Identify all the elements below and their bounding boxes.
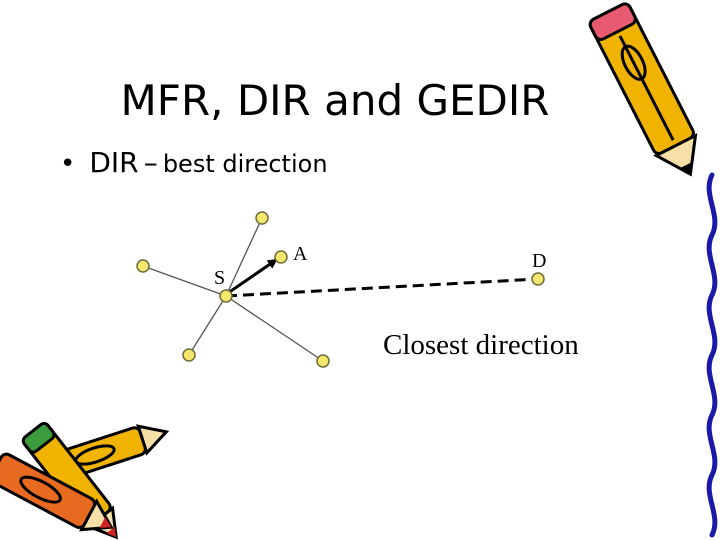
node-d [531,272,545,286]
node-top [255,211,269,225]
label-neighbor-a: A [293,243,308,265]
label-destination: D [532,250,547,272]
bullet-dash: – [143,146,158,179]
edge-s-left [142,265,227,297]
node-left [136,259,150,273]
bullet-sub-text: best direction [162,150,328,178]
bullet-item: • DIR – best direction [60,146,328,179]
node-bottom-right [316,354,330,368]
edge-s-bottom-right [225,295,324,362]
label-source: S [214,267,226,289]
arrow-s-to-a [227,258,278,295]
caption-closest-direction: Closest direction [383,329,579,361]
slide-title: MFR, DIR and GEDIR [120,76,550,125]
bullet-marker: • [60,149,76,179]
node-s [219,289,233,303]
edge-s-bottom-left [188,295,227,356]
bullet-main-text: DIR [89,146,139,179]
edge-s-top [225,217,263,297]
node-bottom-left [182,348,196,362]
dashed-path-s-to-d [225,277,539,298]
node-a [274,250,288,264]
